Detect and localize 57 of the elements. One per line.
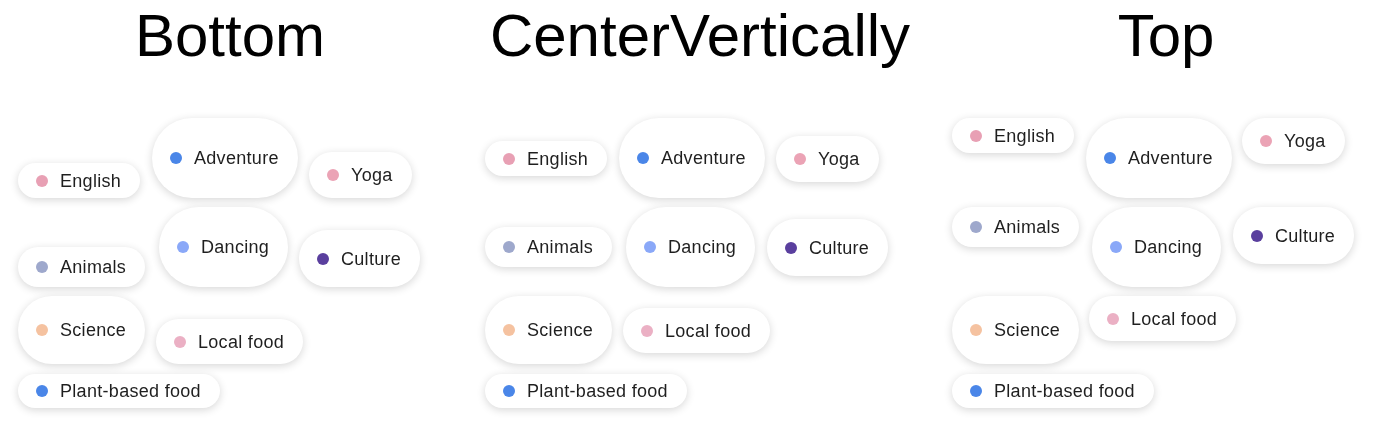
chip-label: Yoga — [818, 148, 860, 170]
chip-label: Plant-based food — [994, 380, 1135, 402]
chip-label: English — [994, 124, 1056, 147]
topic-chip — [309, 152, 412, 198]
topic-chip — [952, 296, 1080, 364]
topic-chip — [485, 296, 613, 364]
chip-label: Culture — [1275, 224, 1336, 247]
topic-chip — [952, 374, 1154, 408]
chip-label: Adventure — [194, 147, 279, 169]
topic-chip — [619, 118, 765, 198]
topic-chip — [18, 374, 220, 408]
topic-chip — [156, 319, 304, 364]
chip-label: Culture — [341, 247, 402, 270]
chip-label: Yoga — [351, 164, 393, 186]
topic-chip — [18, 296, 146, 364]
chip-label: Animals — [60, 256, 127, 278]
topic-chip — [485, 141, 608, 176]
topic-chip — [18, 163, 141, 198]
chip-label: Science — [994, 319, 1061, 341]
topic-chip — [1092, 207, 1222, 287]
chip-label: Plant-based food — [60, 380, 201, 402]
chip-label: Adventure — [661, 147, 746, 169]
section-heading: Bottom — [134, 6, 326, 66]
topic-chip — [485, 227, 613, 267]
topic-chip — [1089, 296, 1237, 341]
topic-chip — [159, 207, 289, 287]
chip-label: Animals — [994, 216, 1061, 238]
topic-chip — [776, 136, 879, 182]
chip-label: Dancing — [668, 236, 737, 258]
chip-label: Local food — [665, 319, 752, 342]
topic-chip — [152, 118, 298, 198]
chip-label: English — [527, 147, 589, 170]
topic-chip — [299, 230, 421, 287]
chip-label: Local food — [198, 330, 285, 353]
section-heading: CenterVertically — [489, 6, 911, 66]
chip-label: Adventure — [1128, 147, 1213, 169]
topic-chip — [767, 219, 889, 276]
chip-label: Plant-based food — [527, 380, 668, 402]
topic-chip — [18, 247, 146, 287]
chip-label: Science — [527, 319, 594, 341]
chip-label: Culture — [809, 236, 870, 259]
topic-chip — [1242, 118, 1345, 164]
topic-chip — [952, 118, 1075, 153]
chip-label: Dancing — [201, 236, 270, 258]
topic-chip — [626, 207, 756, 287]
topic-chip — [485, 374, 687, 408]
chip-label: English — [60, 169, 122, 192]
topic-chip — [623, 308, 771, 353]
topic-chip — [1233, 207, 1355, 264]
chip-label: Yoga — [1284, 130, 1326, 152]
chip-label: Science — [60, 319, 127, 341]
chip-label: Animals — [527, 236, 594, 258]
section-heading: Top — [1117, 6, 1215, 66]
chip-label: Dancing — [1134, 236, 1203, 258]
chip-label: Local food — [1131, 307, 1218, 330]
topic-chip — [952, 207, 1080, 247]
topic-chip — [1086, 118, 1232, 198]
